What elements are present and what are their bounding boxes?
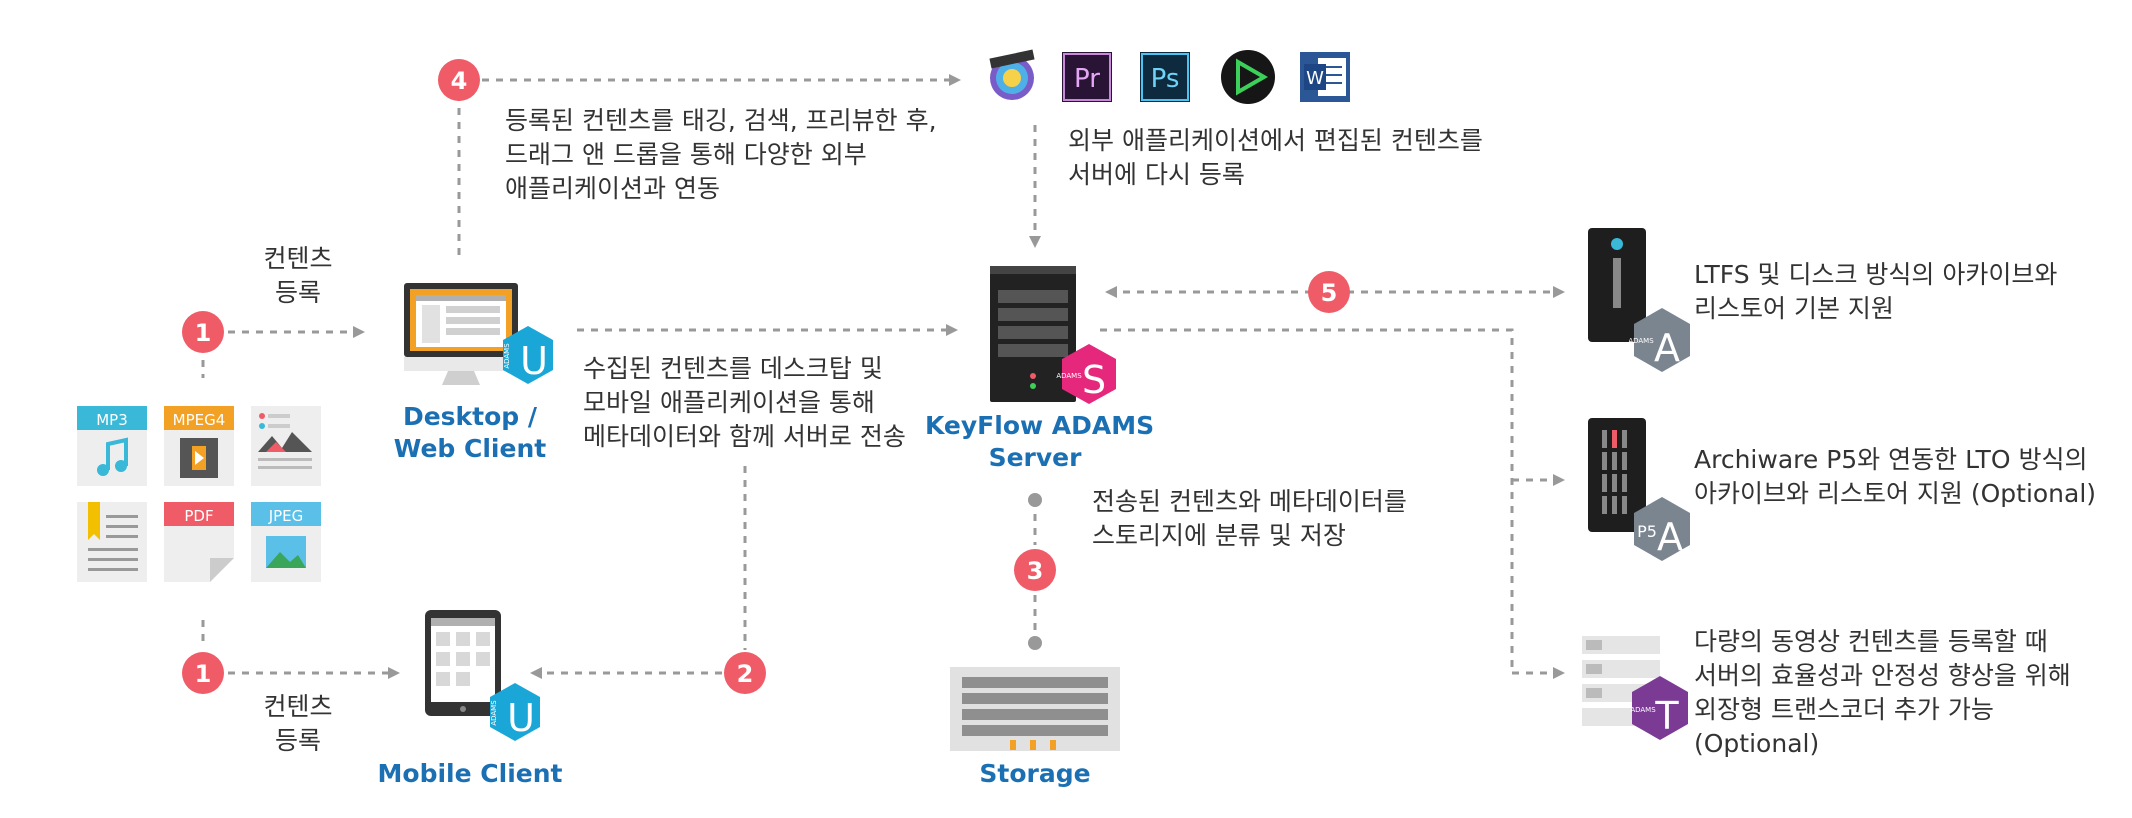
- mobile-client-label: Mobile Client: [377, 759, 563, 788]
- mp3-label: MP3: [96, 411, 128, 429]
- tc-line-2: 서버의 효율성과 안정성 향상을 위해: [1694, 661, 2071, 690]
- storage-label: Storage: [979, 759, 1091, 788]
- premiere-label: Pr: [1074, 64, 1100, 94]
- p5-adams-badge: A P5: [1634, 497, 1690, 561]
- desktop-monitor-icon: [404, 283, 518, 385]
- server-label-line-2: Server: [988, 443, 1082, 472]
- ltfs-line-2: 리스토어 기본 지원: [1694, 294, 1894, 323]
- storage-dot-top: [1028, 493, 1042, 507]
- word-icon: W: [1300, 52, 1350, 102]
- step-3-number: 3: [1027, 557, 1044, 585]
- p5-line-2: 아카이브와 리스토어 지원 (Optional): [1694, 479, 2097, 508]
- step-1-bottom-number: 1: [195, 660, 212, 688]
- server-tower-icon: [990, 266, 1076, 402]
- register-bottom-line-1: 컨텐츠: [263, 692, 333, 721]
- server-badge-letter: S: [1082, 358, 1106, 402]
- transcoder-badge-letter: T: [1654, 694, 1679, 738]
- storage-desc-line-1: 전송된 컨텐츠와 메타데이터를: [1092, 487, 1407, 516]
- desktop-badge-adams: ADAMS: [503, 343, 511, 369]
- desktop-adams-badge: U ADAMS: [503, 326, 553, 384]
- mpeg4-file-icon: MPEG4: [164, 406, 234, 486]
- tc-line-1: 다량의 동영상 컨텐츠를 등록할 때: [1694, 627, 2048, 656]
- final-cut-pro-icon: [989, 49, 1035, 100]
- pdf-label: PDF: [184, 507, 213, 525]
- ltfs-archive-device-icon: [1588, 228, 1646, 342]
- jpeg-label: JPEG: [268, 507, 304, 525]
- step4-line-3: 애플리케이션과 연동: [505, 174, 720, 203]
- server-adams-badge: S ADAMS: [1056, 344, 1116, 404]
- collect-line-3: 메타데이터와 함께 서버로 전송: [583, 422, 906, 451]
- connectors: [201, 74, 1565, 679]
- step-5-circle: 5: [1308, 271, 1350, 313]
- step4-line-1: 등록된 컨텐츠를 태깅, 검색, 프리뷰한 후,: [505, 106, 937, 135]
- mobile-adams-badge: U ADAMS: [490, 683, 540, 741]
- storage-array-icon: [950, 667, 1120, 751]
- register-bottom-text: 컨텐츠 등록: [248, 690, 348, 758]
- step4-line-2: 드래그 앤 드롭을 통해 다양한 외부: [505, 140, 867, 169]
- p5-line-1: Archiware P5와 연동한 LTO 방식의: [1694, 445, 2088, 474]
- mpeg4-label: MPEG4: [173, 411, 226, 429]
- edius-icon: [1221, 50, 1275, 104]
- register-top-text: 컨텐츠 등록: [248, 242, 348, 310]
- server-badge-adams: ADAMS: [1056, 372, 1082, 380]
- p5-badge-prefix: P5: [1637, 522, 1657, 541]
- p5-archive-device-icon: [1588, 418, 1646, 532]
- ltfs-description: LTFS 및 디스크 방식의 아카이브와 리스토어 기본 지원: [1694, 258, 2057, 326]
- text-doc-file-icon: [77, 502, 147, 582]
- p5-badge-letter: A: [1657, 515, 1683, 559]
- step-4-number: 4: [451, 67, 468, 95]
- step-3-circle: 3: [1014, 549, 1056, 591]
- external-line-1: 외부 애플리케이션에서 편집된 컨텐츠를: [1068, 126, 1483, 155]
- storage-desc-line-2: 스토리지에 분류 및 저장: [1092, 521, 1346, 550]
- step-5-number: 5: [1321, 279, 1338, 307]
- register-bottom-line-2: 등록: [274, 726, 321, 755]
- transcoder-adams-badge: T ADAMS: [1630, 676, 1688, 740]
- mobile-badge-adams: ADAMS: [490, 700, 498, 726]
- collect-line-2: 모바일 애플리케이션을 통해: [583, 388, 875, 417]
- external-line-2: 서버에 다시 등록: [1068, 160, 1245, 189]
- mp3-file-icon: MP3: [77, 406, 147, 486]
- step-2-circle: 2: [724, 652, 766, 694]
- collect-description: 수집된 컨텐츠를 데스크탑 및 모바일 애플리케이션을 통해 메타데이터와 함께…: [583, 352, 906, 454]
- desktop-badge-letter: U: [520, 339, 548, 383]
- collect-line-1: 수집된 컨텐츠를 데스크탑 및: [583, 354, 883, 383]
- step-4-circle: 4: [438, 59, 480, 101]
- mobile-badge-letter: U: [507, 696, 535, 740]
- tc-line-3: 외장형 트랜스코더 추가 가능: [1694, 695, 1994, 724]
- step-1-top-number: 1: [195, 319, 212, 347]
- desktop-label-line-2: Web Client: [393, 434, 547, 463]
- ltfs-badge-letter: A: [1654, 326, 1680, 370]
- premiere-pro-icon: Pr: [1062, 52, 1112, 102]
- ltfs-adams-badge: A ADAMS: [1628, 308, 1690, 372]
- step-2-number: 2: [737, 660, 754, 688]
- register-top-line-1: 컨텐츠: [263, 244, 333, 273]
- transcoder-rack-icon: [1582, 636, 1660, 726]
- tablet-icon: [425, 610, 501, 716]
- pdf-file-icon: PDF: [164, 502, 234, 582]
- image-doc-file-icon: [251, 406, 321, 486]
- step-1-top-circle: 1: [182, 311, 224, 353]
- ltfs-badge-adams: ADAMS: [1628, 337, 1654, 345]
- ltfs-line-1: LTFS 및 디스크 방식의 아카이브와: [1694, 260, 2058, 289]
- step4-description: 등록된 컨텐츠를 태깅, 검색, 프리뷰한 후, 드래그 앤 드롭을 통해 다양…: [505, 104, 937, 206]
- photoshop-icon: Ps: [1140, 52, 1190, 102]
- server-label-line-1: KeyFlow ADAMS: [925, 411, 1155, 440]
- word-label: W: [1306, 68, 1324, 89]
- step-1-bottom-circle: 1: [182, 652, 224, 694]
- p5-description: Archiware P5와 연동한 LTO 방식의 아카이브와 리스토어 지원 …: [1694, 443, 2096, 511]
- transcoder-description: 다량의 동영상 컨텐츠를 등록할 때 서버의 효율성과 안정성 향상을 위해 외…: [1694, 625, 2071, 761]
- desktop-label-line-1: Desktop /: [402, 402, 538, 431]
- photoshop-label: Ps: [1151, 64, 1180, 94]
- tc-line-4: (Optional): [1694, 729, 1820, 758]
- register-top-line-2: 등록: [274, 278, 321, 307]
- storage-description: 전송된 컨텐츠와 메타데이터를 스토리지에 분류 및 저장: [1092, 485, 1407, 553]
- transcoder-badge-adams: ADAMS: [1630, 706, 1656, 714]
- desktop-client-label: Desktop / Web Client: [380, 401, 560, 465]
- connector-server-branch: [1100, 328, 1514, 673]
- external-app-description: 외부 애플리케이션에서 편집된 컨텐츠를 서버에 다시 등록: [1068, 124, 1483, 192]
- jpeg-file-icon: JPEG: [251, 502, 321, 582]
- storage-dot-bottom: [1028, 636, 1042, 650]
- server-label: KeyFlow ADAMS Server: [925, 410, 1155, 474]
